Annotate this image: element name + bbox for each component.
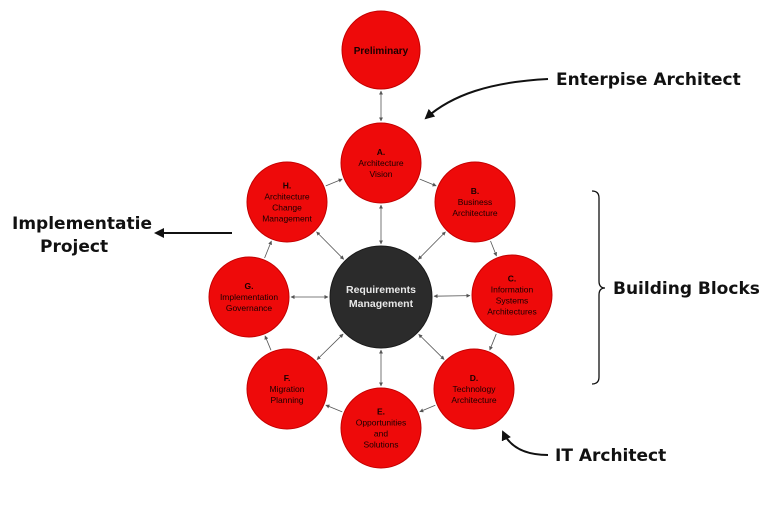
it-architect-arrow [501, 430, 549, 456]
phase-circle-e [340, 387, 422, 469]
center-label-line2: Management [349, 298, 414, 310]
phase-label-c-line2: Systems [496, 296, 529, 306]
center-link-f [316, 333, 344, 360]
enterprise-architect-arrow [424, 78, 549, 120]
phase-label-c-line1: Information [491, 285, 534, 295]
implementatie-label-line1: Implementatie [12, 214, 152, 234]
phase-circle-f [246, 348, 328, 430]
phase-letter-g: G. [245, 281, 254, 291]
cycle-link-e-f [325, 404, 343, 413]
phase-circle-a [340, 122, 422, 204]
phase-label-f-line2: Planning [270, 395, 303, 405]
phase-circle-c [471, 254, 553, 336]
phase-label-c-line3: Architectures [487, 307, 537, 317]
phase-letter-h: H. [283, 181, 292, 191]
it-architect-label: IT Architect [555, 446, 666, 466]
preliminary-label: Preliminary [354, 46, 409, 57]
phase-label-g-line1: Implementation [220, 292, 278, 302]
cycle-link-a-b [419, 178, 437, 187]
phase-circle-b [434, 161, 516, 243]
phase-label-d-line1: Technology [452, 384, 496, 394]
center-link-b [417, 231, 446, 260]
phase-label-g-line2: Governance [226, 303, 273, 313]
phase-letter-a: A. [377, 147, 386, 157]
phase-label-e-line1: Opportunities [356, 418, 407, 428]
cycle-link-b-c [490, 240, 498, 257]
phase-label-a-line2: Vision [370, 169, 393, 179]
cycle-link-g-h [264, 240, 272, 259]
phase-letter-b: B. [471, 186, 480, 196]
building-blocks-bracket [591, 190, 606, 385]
phase-label-d-line2: Architecture [451, 395, 497, 405]
phase-circle-g [208, 256, 290, 338]
phase-label-f-line1: Migration [270, 384, 305, 394]
implementatie-label-line2: Project [40, 237, 108, 257]
phase-label-b-line2: Architecture [452, 208, 498, 218]
center-label-line1: Requirements [346, 284, 416, 296]
phase-letter-f: F. [284, 373, 291, 383]
cycle-link-d-e [419, 404, 436, 413]
connector-lines [264, 90, 498, 413]
center-link-d [418, 333, 445, 360]
phase-letter-c: C. [508, 274, 517, 284]
requirements-management-node[interactable]: Requirements Management [329, 245, 433, 349]
cycle-link-f-g [264, 335, 272, 351]
phase-circle-d [433, 348, 515, 430]
phase-label-h-line3: Management [262, 214, 312, 224]
center-link-h [316, 231, 345, 260]
phase-circle-h [246, 161, 328, 243]
building-blocks-label: Building Blocks [613, 279, 760, 299]
cycle-link-c-d [489, 333, 497, 351]
phase-label-a-line1: Architecture [358, 158, 404, 168]
phase-label-e-line2: and [374, 429, 388, 439]
phase-label-e-line3: Solutions [364, 440, 399, 450]
center-link-c [433, 293, 471, 299]
preliminary-node[interactable]: Preliminary [341, 10, 421, 90]
phase-label-b-line1: Business [458, 197, 493, 207]
phase-label-h-line1: Architecture [264, 192, 310, 202]
phase-label-h-line2: Change [272, 203, 302, 213]
phase-letter-e: E. [377, 407, 385, 417]
phase-letter-d: D. [470, 373, 479, 383]
phase-nodes: A.ArchitectureVisionB.BusinessArchitectu… [208, 122, 553, 469]
enterprise-architect-label: Enterpise Architect [556, 70, 741, 90]
cycle-link-h-a [325, 178, 343, 187]
